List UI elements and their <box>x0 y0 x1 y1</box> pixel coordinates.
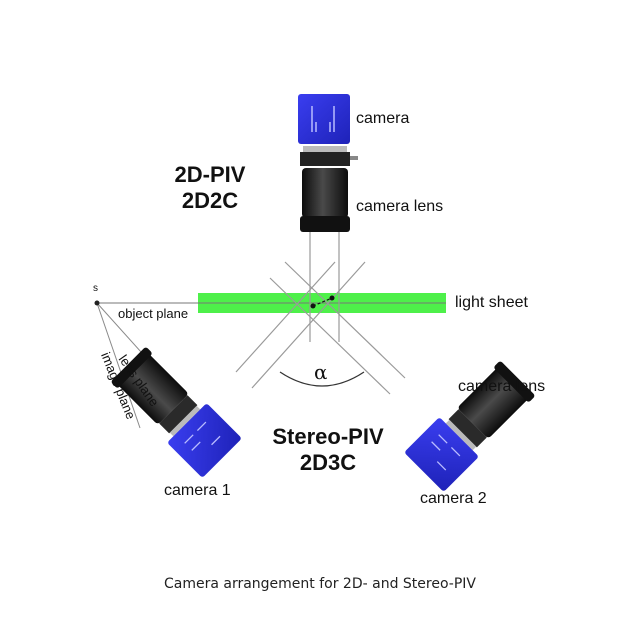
label-angle-alpha: α <box>314 360 328 384</box>
label-right-camera-lens: camera lens <box>458 378 546 395</box>
top-camera-rays <box>309 232 340 342</box>
top-camera-lens <box>302 168 348 218</box>
mode-2d-line2: 2D2C <box>181 188 239 213</box>
mode-stereo-title: Stereo-PIV 2D3C <box>258 424 398 476</box>
label-camera2: camera 2 <box>420 490 487 507</box>
mode-stereo-line1: Stereo-PIV <box>272 424 384 449</box>
camera2-rays <box>269 261 406 395</box>
camera1-rays <box>235 261 366 389</box>
camera1-body <box>168 404 241 477</box>
label-light-sheet: light sheet <box>455 294 528 311</box>
figure-caption: Camera arrangement for 2D- and Stereo-PI… <box>163 576 476 592</box>
label-point-s: s <box>93 283 98 294</box>
top-camera <box>298 94 358 232</box>
label-top-camera-lens: camera lens <box>356 198 444 215</box>
label-camera1: camera 1 <box>164 482 231 499</box>
angle-arc <box>279 371 365 387</box>
camera1 <box>111 347 241 477</box>
mode-stereo-line2: 2D3C <box>299 450 357 475</box>
mode-2d-title: 2D-PIV 2D2C <box>150 162 270 214</box>
mode-2d-line1: 2D-PIV <box>174 162 246 187</box>
label-object-plane: object plane <box>118 306 189 321</box>
particle-displacement <box>310 295 335 309</box>
camera2 <box>405 361 535 491</box>
top-camera-body <box>298 94 350 144</box>
point-s-dot <box>94 300 100 306</box>
camera2-body <box>405 418 478 491</box>
label-top-camera: camera <box>356 110 410 127</box>
